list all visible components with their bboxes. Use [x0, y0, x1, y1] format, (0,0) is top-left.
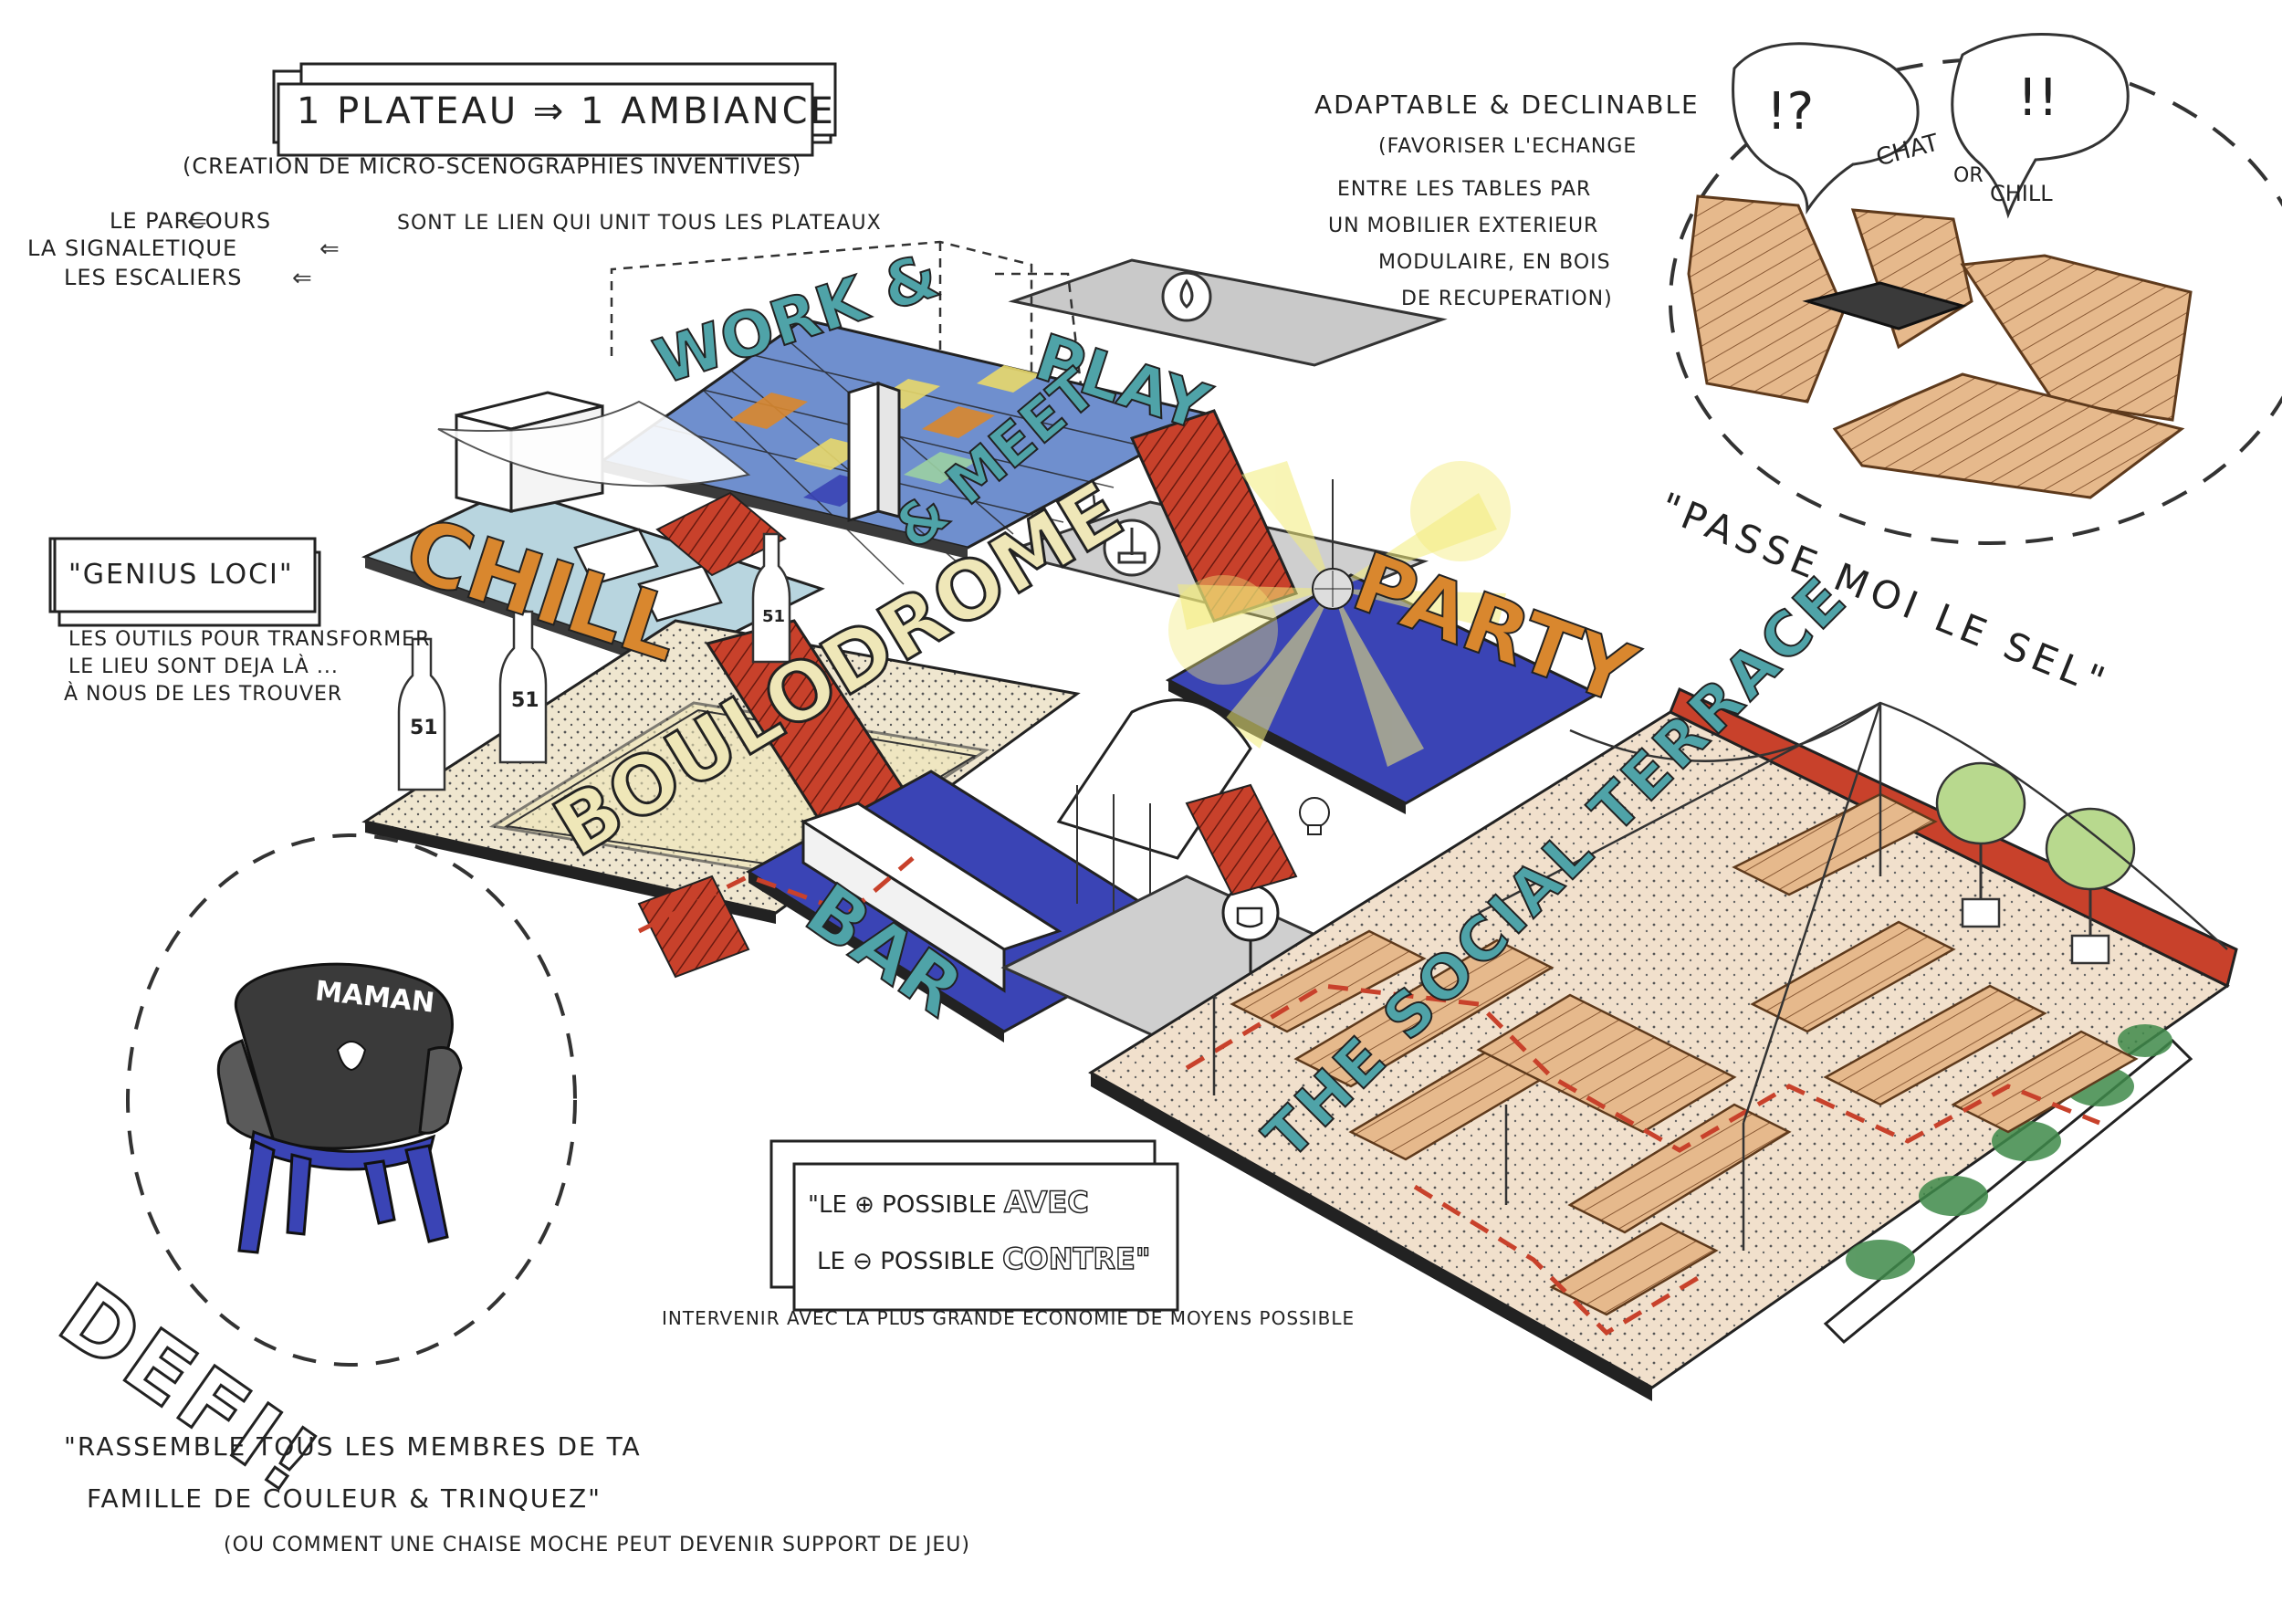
light-bulb-icon [1299, 797, 1330, 828]
bottle-label-1: 51 [410, 717, 438, 739]
motto-frame-front [792, 1162, 1179, 1312]
adaptable-line-3: UN MOBILIER EXTERIEUR [1328, 215, 1599, 237]
link-item-parcours: LE PARCOURS [110, 208, 272, 234]
defi-line-1: "RASSEMBLE TOUS LES MEMBRES DE TA [64, 1431, 642, 1462]
plateau-grey-top [1008, 258, 1448, 367]
arrow-left-icon-3: ⇐ [292, 265, 312, 292]
bottles [397, 532, 791, 791]
bubble-outline [1669, 58, 2282, 545]
motto-line-2-word: CONTRE" [1001, 1241, 1151, 1277]
motto-line-1-word: AVEC [1003, 1184, 1089, 1221]
chair-bubble-outline [126, 833, 577, 1367]
speech-bubbles [1732, 33, 2130, 219]
trees [1935, 761, 2136, 965]
adaptable-line-5: DE RECUPERATION) [1401, 288, 1613, 310]
links-caption: SONT LE LIEN QUI UNIT TOUS LES PLATEAUX [397, 212, 882, 235]
adaptable-line-4: MODULAIRE, EN BOIS [1378, 251, 1611, 274]
title-main: 1 PLATEAU ⇒ 1 AMBIANCE [297, 90, 836, 132]
bubble-chill: CHILL [1990, 181, 2053, 206]
motto-caption: INTERVENIR AVEC LA PLUS GRANDE ECONOMIE … [662, 1307, 1356, 1329]
arrow-left-icon-2: ⇐ [319, 236, 340, 263]
bench-vignette [1687, 194, 2193, 499]
chair-maman [216, 962, 463, 1254]
defi-line-2: FAMILLE DE COULEUR & TRINQUEZ" [87, 1483, 602, 1514]
wooden-benches [1230, 792, 2139, 1316]
arrow-left-icon: ⇐ [187, 208, 207, 236]
bottle-label-2: 51 [511, 689, 539, 712]
water-drop-icon [1161, 271, 1212, 322]
adaptable-heading: ADAPTABLE & DECLINABLE [1314, 89, 1700, 120]
motto-line-2-pre: LE ⊖ POSSIBLE [817, 1248, 995, 1275]
speech-left-text: !? [1766, 82, 1815, 141]
genius-line-3: À NOUS DE LES TROUVER [64, 683, 343, 706]
bubble-or: OR [1953, 164, 1984, 187]
bottle-label-3: 51 [762, 607, 786, 626]
adaptable-line-2: ENTRE LES TABLES PAR [1337, 178, 1592, 201]
genius-line-1: LES OUTILS POUR TRANSFORMER [68, 628, 431, 651]
motto-line-2-text: LE ⊖ POSSIBLE CONTRE" [817, 1241, 1151, 1277]
terrace-parapet [1669, 686, 2238, 989]
motto-line-1-text: "LE ⊕ POSSIBLE AVEC [808, 1184, 1089, 1221]
speech-right-text: !! [2017, 68, 2058, 128]
motto-line-1-pre: "LE ⊕ POSSIBLE [808, 1191, 997, 1219]
defi-line-3: (OU COMMENT UNE CHAISE MOCHE PEUT DEVENI… [224, 1534, 970, 1556]
adaptable-line-1: (FAVORISER L'ECHANGE [1378, 135, 1638, 158]
genius-heading: "GENIUS LOCI" [68, 559, 294, 591]
genius-line-2: LE LIEU SONT DEJA LÀ ... [68, 655, 339, 678]
title-sub: (CREATION DE MICRO-SCENOGRAPHIES INVENTI… [183, 153, 802, 179]
link-item-signaletique: LA SIGNALETIQUE [27, 236, 238, 261]
link-item-escaliers: LES ESCALIERS [64, 265, 243, 290]
